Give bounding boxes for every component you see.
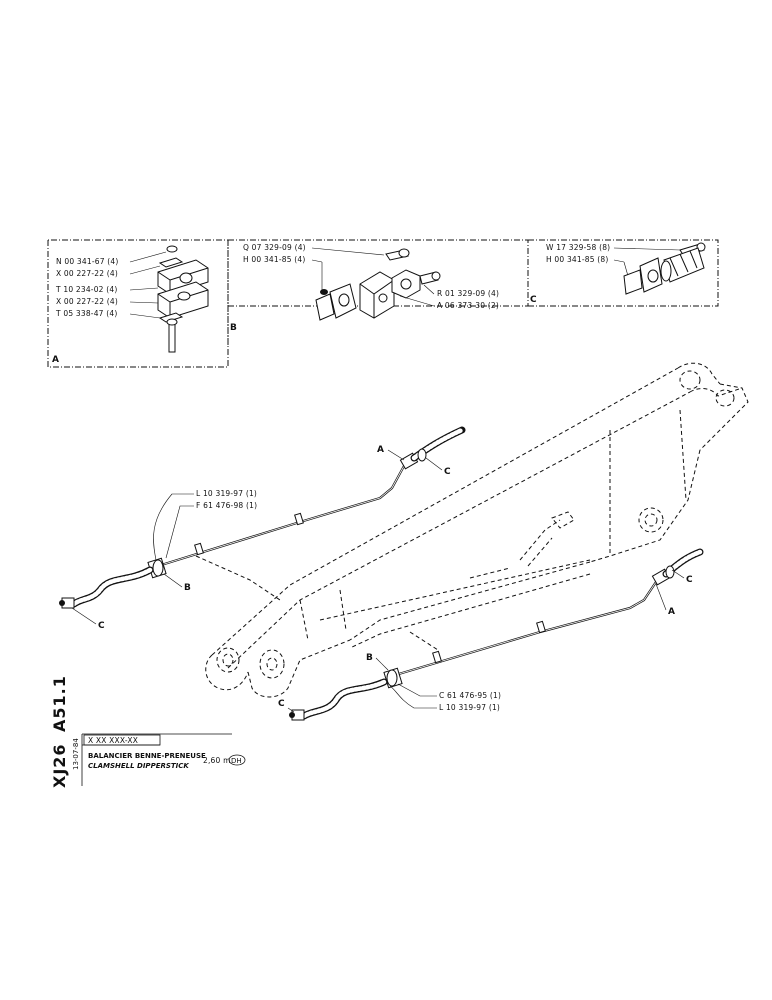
pipe-coupling-drawing	[623, 242, 706, 295]
upper-callout-c-top: C	[444, 467, 451, 477]
clamp-assembly-drawing	[157, 245, 209, 353]
upper-part-1: L 10 319-97 (1)	[196, 489, 257, 498]
upper-callouts: A C L 10 319-97 (1) F 61 476-98 (1) B C	[71, 445, 451, 631]
detail-box-b-letter: B	[230, 323, 237, 333]
detail-box-b: B Q 07 329-09 (4) H 00 341-85 (4) R 01 3…	[227, 239, 529, 345]
section-code: A51.1	[50, 675, 69, 732]
reference-number: X XX XXX-XX	[88, 736, 138, 745]
dipperstick-outline	[195, 362, 749, 698]
box-a-part-3: T 10 234-02 (4)	[55, 285, 117, 294]
dipperstick-length: 2,60 m	[203, 756, 231, 765]
detail-box-a-letter: A	[52, 355, 59, 365]
detail-box-a: A N 00 341-67 (4) X 00 227-22 (4) T 10 2…	[47, 239, 229, 368]
model-badge: DH	[231, 757, 242, 765]
title-block: XJ26 A51.1 13-07-84 X XX XXX-XX BALANCIE…	[50, 675, 246, 788]
box-a-part-2: X 00 227-22 (4)	[56, 269, 118, 278]
title-english: CLAMSHELL DIPPERSTICK	[88, 762, 189, 770]
upper-callout-a: A	[377, 445, 384, 455]
lower-callouts: C A B C 61 476-95 (1) L 10 319-97 (1) C	[278, 569, 693, 713]
lower-callout-c-left: C	[278, 699, 285, 709]
lower-callout-a: A	[668, 607, 675, 617]
upper-part-2: F 61 476-98 (1)	[196, 501, 257, 510]
box-a-part-1: N 00 341-67 (4)	[56, 257, 119, 266]
upper-pipe-run	[59, 426, 466, 609]
detail-box-c: C W 17 329-58 (8) H 00 341-85 (8)	[528, 239, 719, 307]
lower-part-1: C 61 476-95 (1)	[439, 691, 501, 700]
box-b-part-4: A 06 373-30 (2)	[437, 301, 499, 310]
drawing-date: 13-07-84	[72, 738, 80, 770]
lower-callout-c-right: C	[686, 575, 693, 585]
upper-callout-c-left: C	[98, 621, 105, 631]
box-b-part-3: R 01 329-09 (4)	[437, 289, 499, 298]
flange-assembly-drawing	[315, 248, 441, 321]
box-b-part-2: H 00 341-85 (4)	[243, 255, 306, 264]
box-b-part-1: Q 07 329-09 (4)	[243, 243, 306, 252]
box-c-part-1: W 17 329-58 (8)	[546, 243, 610, 252]
upper-callout-b: B	[184, 583, 191, 593]
lower-part-2: L 10 319-97 (1)	[439, 703, 500, 712]
box-c-part-2: H 00 341-85 (8)	[546, 255, 609, 264]
drawing-code: XJ26	[50, 743, 69, 788]
lower-callout-b: B	[366, 653, 373, 663]
lower-pipe-run	[289, 548, 704, 721]
box-a-part-5: T 05 338-47 (4)	[55, 309, 117, 318]
title-french: BALANCIER BENNE-PRENEUSE	[88, 752, 206, 760]
box-a-part-4: X 00 227-22 (4)	[56, 297, 118, 306]
detail-box-c-letter: C	[530, 295, 537, 305]
